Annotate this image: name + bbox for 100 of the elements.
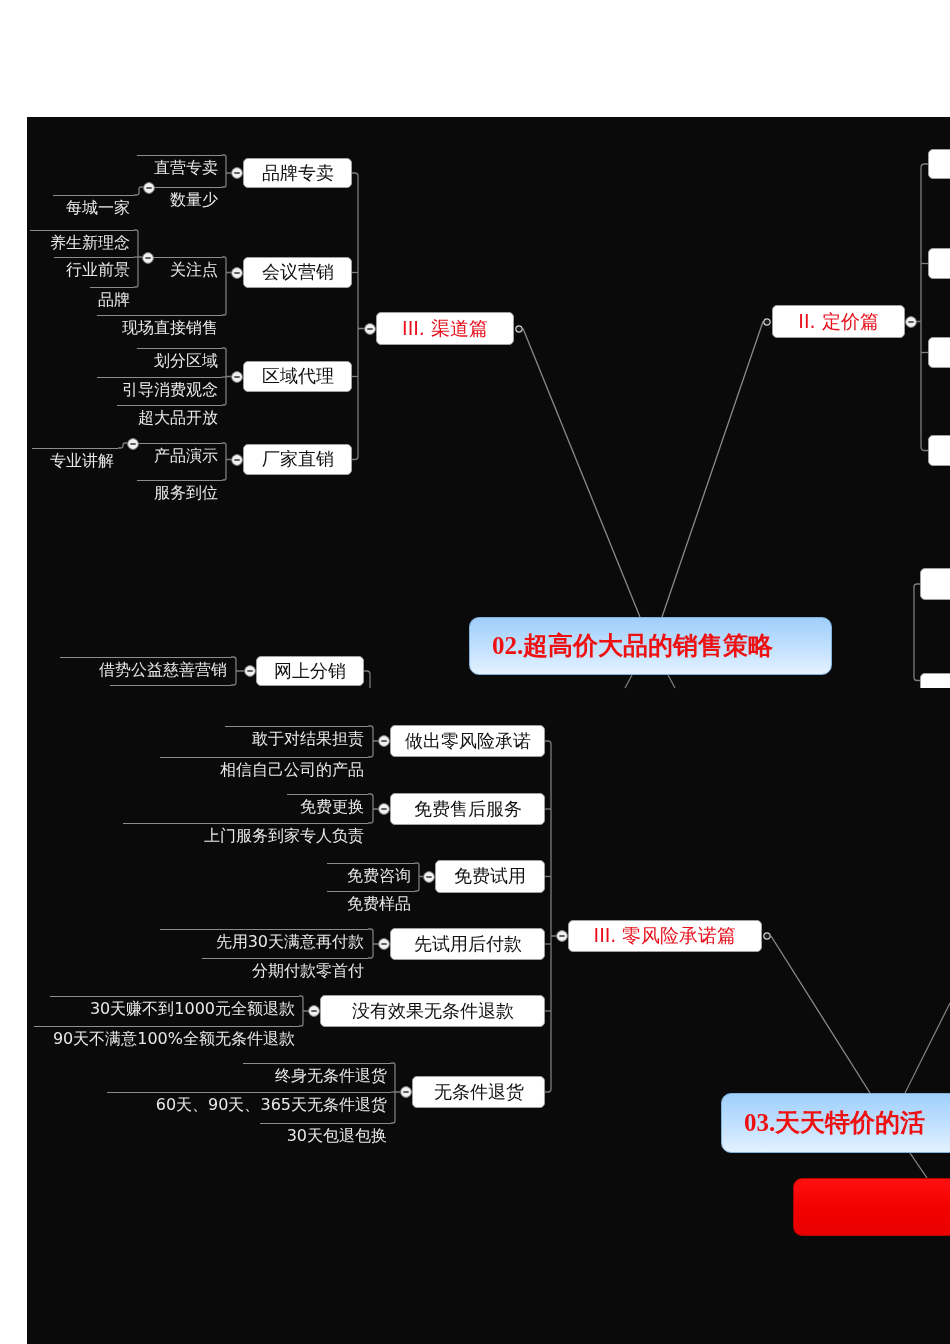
connector-line: [394, 1074, 401, 1112]
connector-line: [920, 437, 929, 452]
connector-line: [624, 674, 633, 689]
subtopic-label: 直营专卖: [154, 159, 218, 178]
connector-line: [221, 392, 227, 406]
topic-label: 区域代理: [261, 366, 334, 387]
connector-line: [221, 467, 227, 481]
connector-line: [225, 166, 232, 176]
subtopic-label: 专业讲解: [50, 452, 114, 471]
topic-label: 免费试用: [454, 866, 526, 887]
subtopic-item: [137, 480, 222, 504]
subtopic-item: [137, 348, 222, 372]
connector-line: [390, 1110, 396, 1124]
topic-label: 无条件退货: [433, 1081, 524, 1103]
connector-line: [221, 154, 227, 168]
connector-line: [544, 1010, 552, 1012]
connector-line: [225, 268, 232, 304]
connector-line: [414, 862, 420, 876]
subtopic-item: [160, 929, 368, 953]
topic-label: 没有效果无条件退款: [351, 1000, 514, 1022]
connector-line: [221, 442, 227, 456]
subtopic-label: 上门服务到家专人负责: [204, 827, 364, 846]
subtopic-label: 敢于对结果担责: [252, 730, 364, 749]
connector-line: [225, 359, 232, 394]
connector-line: [544, 875, 552, 878]
branch-topic-label: III. 零风险承诺篇: [593, 925, 737, 947]
subtopic-item: [60, 657, 231, 681]
connector-line: [351, 375, 359, 378]
subtopic-item: [260, 1123, 391, 1147]
connector-line: [221, 376, 227, 378]
subtopic-label: 超大品开放: [138, 409, 218, 428]
subtopic-label: 相信自己公司的产品: [220, 761, 364, 780]
connector-line: [367, 725, 374, 739]
subtopic-item: [117, 405, 222, 429]
subtopic-item: [202, 958, 368, 982]
connector-line: [221, 302, 227, 316]
connector-line: [372, 940, 379, 947]
subtopic-item: [90, 287, 134, 309]
connector-line: [133, 274, 139, 288]
subtopic-label: 免费更换: [300, 798, 364, 817]
connector-line: [221, 347, 227, 361]
subtopic-label: 品牌: [98, 291, 130, 310]
subtopic-item: [327, 863, 415, 887]
connector-line: [544, 943, 552, 945]
connector-line: [351, 271, 359, 274]
subtopic-label: 30天赚不到1000元全额退款: [89, 1000, 295, 1019]
subtopic-label: 终身无条件退货: [275, 1067, 387, 1086]
branch-topic-label: II. 定价篇: [798, 310, 879, 333]
connector-line: [221, 256, 227, 270]
connector-line: [418, 874, 424, 880]
connector-line: [367, 928, 374, 942]
connector-line: [550, 752, 557, 1081]
connector-line: [544, 1079, 552, 1093]
connector-line: [230, 672, 237, 686]
subtopic-item: [97, 377, 222, 401]
connector-line: [372, 805, 379, 812]
subtopic-label: 数量少: [170, 191, 218, 210]
connector-line: [367, 945, 374, 959]
connector-line: [363, 670, 371, 689]
topic-label: 做出零风险承诺: [404, 730, 531, 752]
connector-line: [298, 1013, 304, 1027]
subtopic-item: [225, 726, 368, 750]
branch-topic-label: III. 渠道篇: [402, 317, 488, 340]
subtopic-label: 免费样品: [347, 895, 411, 914]
subtopic-item: [32, 448, 118, 470]
central-topic-label: 02.超高价大品的销售策略: [492, 631, 774, 661]
connector-line: [390, 1091, 396, 1093]
connector-line: [904, 1002, 950, 1094]
subtopic-label: 养生新理念: [50, 234, 130, 253]
connector-line: [661, 320, 764, 618]
connector-line: [133, 256, 139, 258]
connector-line: [357, 184, 365, 449]
subtopic-label: 30天包退包换: [286, 1127, 387, 1146]
subtopic-label: 关注点: [170, 261, 218, 280]
connector-line: [351, 172, 359, 186]
topic-label: 品牌专卖: [261, 162, 334, 184]
connector-line: [302, 1007, 309, 1015]
connector-line: [544, 740, 552, 754]
connector-line: [351, 446, 359, 461]
subtopic-label: 90天不满意100%全额无条件退款: [52, 1030, 295, 1049]
subtopic-label: 每城一家: [66, 199, 130, 218]
connector-line: [230, 656, 237, 670]
connector-line: [367, 810, 374, 824]
connector-line: [920, 163, 929, 177]
subtopic-label: 分期付款零首付: [252, 962, 364, 981]
connector-line: [137, 241, 143, 276]
connector-line: [225, 454, 232, 469]
subtopic-item: [50, 996, 299, 1020]
connector-line: [544, 808, 552, 810]
connector-line: [414, 878, 420, 892]
connector-line: [133, 229, 139, 243]
connector-line: [522, 327, 641, 618]
subtopic-label: 产品演示: [154, 447, 218, 466]
central-topic-label: 03.天天特价的活: [744, 1108, 926, 1138]
topic-label: 先试用后付款: [413, 933, 522, 955]
topic-label: 会议营销: [261, 262, 334, 283]
topic-label: 网上分销: [274, 660, 346, 682]
connector-line: [298, 995, 304, 1009]
subtopic-label: 免费咨询: [347, 867, 411, 886]
connector-line: [916, 175, 922, 440]
